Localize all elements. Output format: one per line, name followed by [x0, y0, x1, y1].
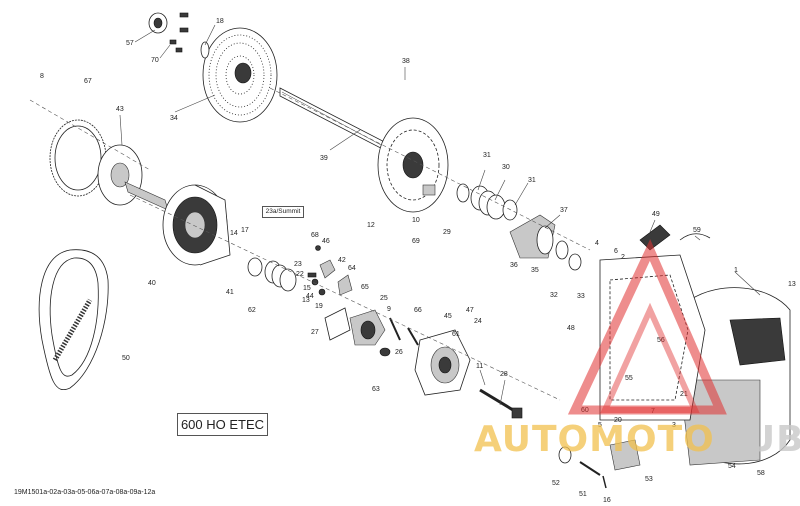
callout-46: 46 [322, 238, 330, 245]
callout-55: 55 [625, 375, 633, 382]
roller-parts [307, 245, 353, 296]
callout-50: 50 [122, 355, 130, 362]
callout-18: 18 [216, 18, 224, 25]
callout-42: 42 [338, 257, 346, 264]
callout-1: 1 [734, 267, 738, 274]
callout-32: 32 [550, 292, 558, 299]
callout-44: 44 [306, 293, 314, 300]
callout-48: 48 [567, 325, 575, 332]
callout-65: 65 [361, 284, 369, 291]
cam [509, 214, 582, 271]
callout-49: 49 [652, 211, 660, 218]
callout-57: 57 [126, 40, 134, 47]
callout-13: 13 [302, 297, 310, 304]
callout-34: 34 [170, 115, 178, 122]
callout-68: 68 [311, 232, 319, 239]
callout-5: 5 [598, 422, 602, 429]
spring-washers [422, 183, 518, 221]
callout-62: 62 [248, 307, 256, 314]
variant-label: 23a/Summit [262, 206, 304, 218]
callout-8: 8 [40, 73, 44, 80]
drive-pulley-housing [162, 184, 231, 266]
callout-59: 59 [693, 227, 701, 234]
spring-assembly [247, 257, 297, 292]
callout-52: 52 [552, 480, 560, 487]
callout-53: 53 [645, 476, 653, 483]
driven-sheave [202, 27, 278, 123]
ring-gear [49, 119, 107, 197]
belt-guard [679, 287, 791, 466]
callout-43: 43 [116, 106, 124, 113]
callout-51: 51 [579, 491, 587, 498]
callout-2: 2 [621, 254, 625, 261]
callout-26: 26 [395, 349, 403, 356]
leader-lines [119, 24, 761, 406]
callout-10: 10 [412, 217, 420, 224]
callout-41: 41 [226, 289, 234, 296]
callout-31a: 31 [483, 152, 491, 159]
callout-70: 70 [151, 57, 159, 64]
callout-40: 40 [148, 280, 156, 287]
long-bolt [479, 388, 523, 419]
callout-9: 9 [387, 306, 391, 313]
callout-35: 35 [531, 267, 539, 274]
lower-hardware [558, 439, 641, 489]
callout-30: 30 [502, 164, 510, 171]
reference-code: 19M1501a-02a-03a-05-06a-07a-08a-09a-12a [14, 489, 156, 496]
callout-39: 39 [320, 155, 328, 162]
watermark-part2: HUB [714, 419, 800, 460]
watermark-part1: AUTOMOTO [474, 419, 715, 460]
bolts-set [379, 317, 419, 357]
callout-63: 63 [372, 386, 380, 393]
roller-housing [324, 307, 386, 346]
callout-64: 64 [348, 265, 356, 272]
governor-cup [414, 329, 471, 396]
callout-27: 27 [311, 329, 319, 336]
callout-31b: 31 [528, 177, 536, 184]
callout-56: 56 [657, 337, 665, 344]
fixed-sheave [97, 144, 169, 211]
callout-33: 33 [577, 293, 585, 300]
callout-12: 12 [367, 222, 375, 229]
callout-17: 17 [241, 227, 249, 234]
callout-23: 23 [294, 261, 302, 268]
callout-37: 37 [560, 207, 568, 214]
callout-24: 24 [474, 318, 482, 325]
bearing [148, 12, 168, 34]
callout-61: 61 [452, 331, 460, 338]
callout-21a: 21 [680, 391, 688, 398]
callout-16: 16 [603, 497, 611, 504]
callout-22: 22 [296, 271, 304, 278]
callout-54: 54 [728, 463, 736, 470]
model-label: 600 HO ETEC [177, 413, 268, 436]
callout-20: 20 [614, 417, 622, 424]
callout-38: 38 [402, 58, 410, 65]
drive-belt [38, 249, 109, 390]
callout-3: 3 [672, 422, 676, 429]
small-bolts [169, 12, 210, 59]
callout-29: 29 [443, 229, 451, 236]
callout-45: 45 [444, 313, 452, 320]
callout-13b: 13 [788, 281, 796, 288]
callout-4: 4 [595, 240, 599, 247]
callout-67: 67 [84, 78, 92, 85]
callout-36: 36 [510, 262, 518, 269]
callout-58: 58 [757, 470, 765, 477]
callout-15: 15 [303, 285, 311, 292]
callout-69: 69 [412, 238, 420, 245]
callout-66: 66 [414, 307, 422, 314]
callout-47: 47 [466, 307, 474, 314]
callout-19: 19 [315, 303, 323, 310]
callout-14: 14 [230, 230, 238, 237]
callout-6: 6 [614, 248, 618, 255]
watermark-text: AUTOMOTOHUB [474, 419, 800, 460]
callout-11: 11 [476, 363, 483, 370]
callout-28: 28 [500, 371, 508, 378]
callout-25: 25 [380, 295, 388, 302]
